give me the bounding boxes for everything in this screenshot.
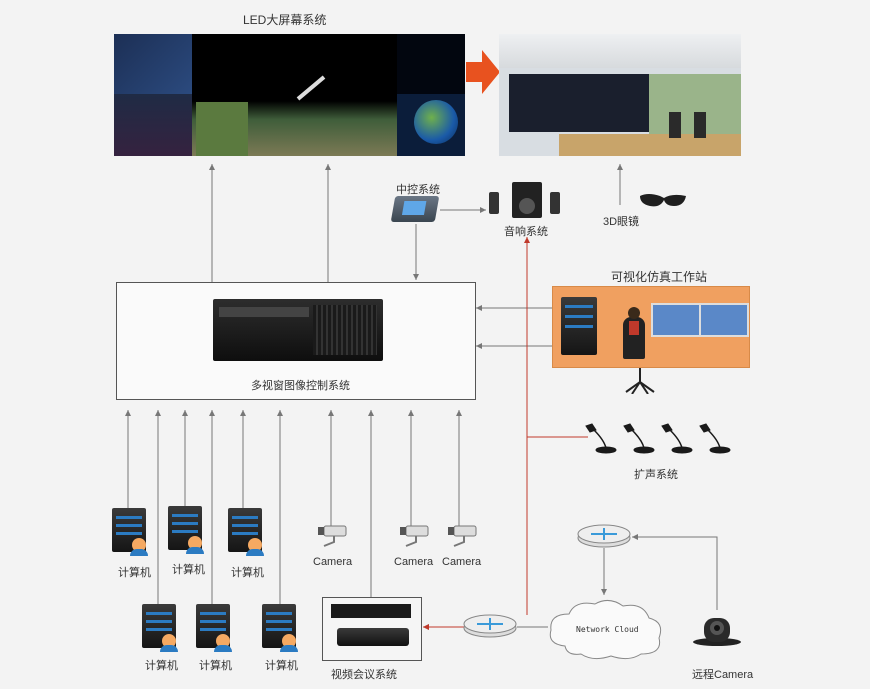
conference-terminal-icon [337,628,409,646]
multi-window-control-box: 多视窗图像控制系统 [116,282,476,400]
router-icon [577,524,631,548]
user-icon [214,634,232,652]
camera-label: Camera [394,556,434,568]
3d-glasses-label: 3D眼镜 [603,216,640,228]
user-icon [246,538,264,556]
subwoofer-icon [512,182,542,218]
video-processor-icon [213,299,383,361]
microphones-icon [584,422,744,454]
central-control-label: 中控系统 [396,184,440,196]
codec-device-icon [331,604,411,618]
computer-label: 计算机 [145,660,178,672]
computer-icon [262,604,296,648]
camera-label: Camera [442,556,482,568]
audio-system-label: 音响系统 [504,226,548,238]
user-icon [160,634,178,652]
camera-icon [398,524,430,550]
monitor-icon [651,303,701,337]
led-system-label: LED大屏幕系统 [243,13,327,27]
computer-label: 计算机 [231,567,264,579]
workstation-box [552,286,750,368]
user-icon [280,634,298,652]
orange-arrow [466,50,500,94]
workstation-label: 可视化仿真工作站 [611,270,708,284]
camera-icon [316,524,348,550]
monitor-icon [699,303,749,337]
video-conference-box [322,597,422,661]
pa-system-label: 扩声系统 [634,469,678,481]
camera-label: Camera [313,556,353,568]
camera-icon [446,524,478,550]
user-icon [130,538,148,556]
multi-window-label: 多视窗图像控制系统 [251,380,350,392]
led-wall-image [114,34,465,156]
video-conf-label: 视频会议系统 [331,669,397,681]
network-cloud-icon [545,596,667,662]
speaker-left-icon [489,192,499,214]
touch-panel-icon [390,196,440,222]
computer-label: 计算机 [199,660,232,672]
operator-icon [623,307,645,359]
chair-icon [620,368,660,395]
3d-glasses-icon [638,190,688,210]
user-icon [186,536,204,554]
speaker-right-icon [550,192,560,214]
ptz-camera-icon [690,610,744,646]
server-icon [561,297,597,355]
remote-camera-label: 远程Camera [692,669,754,681]
computer-label: 计算机 [265,660,298,672]
router-icon [463,614,517,638]
computer-label: 计算机 [172,564,205,576]
command-room-image [499,34,741,156]
computer-label: 计算机 [118,567,151,579]
network-cloud-label: Network Cloud [576,625,639,634]
